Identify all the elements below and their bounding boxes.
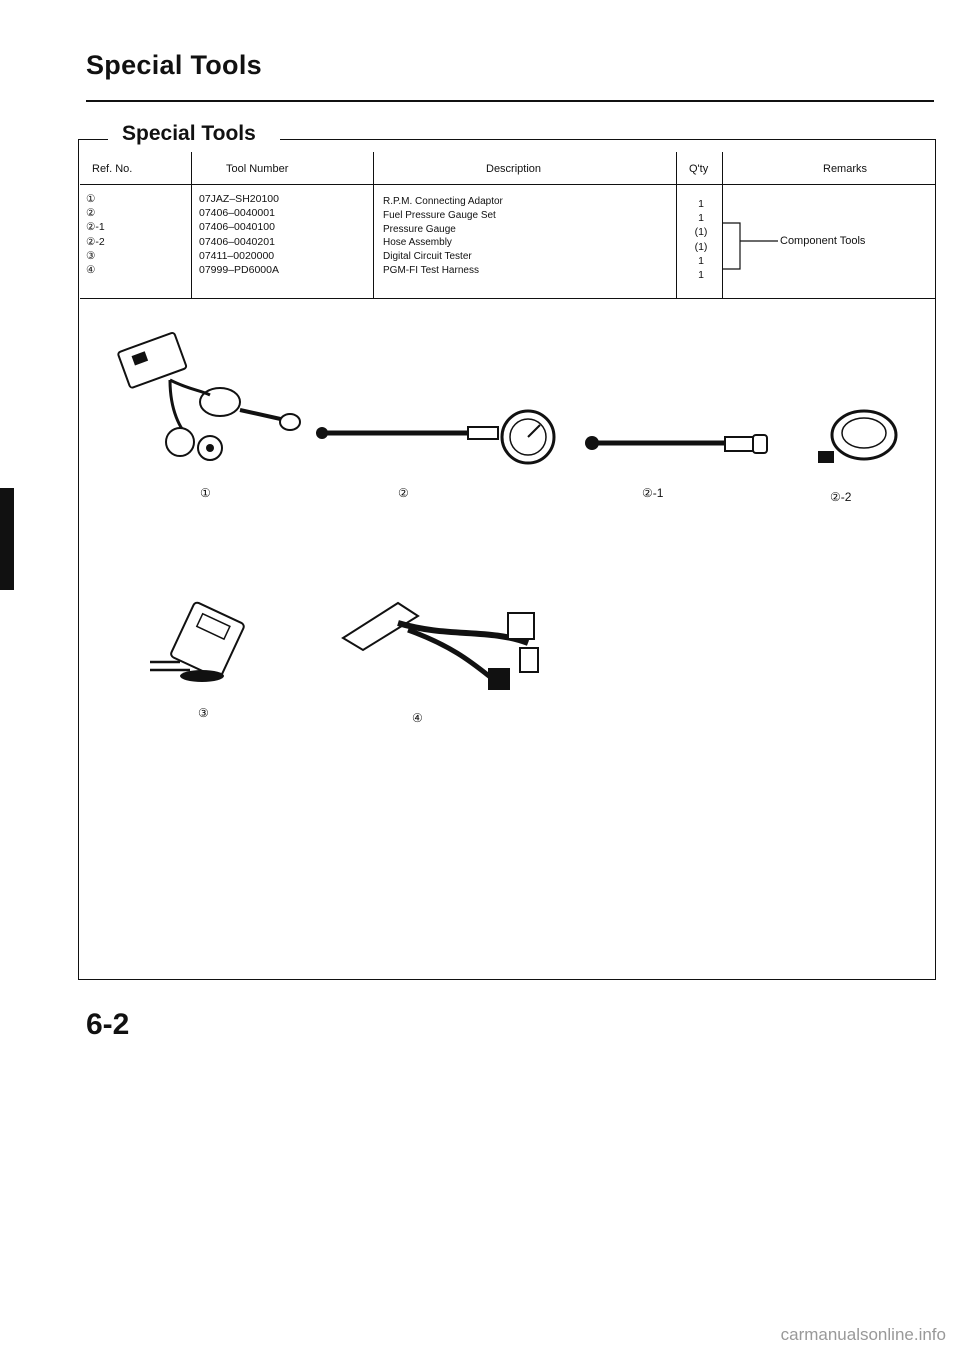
header-description: Description	[486, 163, 542, 175]
col-sep-4	[722, 152, 723, 298]
table-row-desc: Digital Circuit Tester	[383, 251, 472, 263]
pressure-gauge-hose-illustration	[585, 434, 768, 454]
page-title: Special Tools	[86, 50, 262, 80]
fuel-pressure-gauge-set-illustration	[316, 409, 556, 465]
callout-2-1: ②-1	[642, 486, 664, 500]
header-ref: Ref. No.	[92, 163, 133, 175]
table-row-qty: 1	[698, 198, 704, 210]
watermark: carmanualsonline.info	[780, 1325, 946, 1344]
digital-circuit-tester-illustration	[150, 601, 245, 682]
callout-3: ③	[198, 706, 209, 720]
section-title: Special Tools	[118, 122, 260, 146]
header-remarks: Remarks	[823, 163, 868, 175]
table-row-ref: ②	[86, 207, 96, 220]
table-row-ref: ②-2	[86, 235, 105, 248]
table-row-qty: (1)	[694, 240, 708, 253]
table-row-ref: ①	[86, 193, 96, 205]
table-bottom-rule	[80, 298, 936, 299]
table-row-tool: 07JAZ–SH20100	[199, 193, 279, 205]
table-row-tool: 07999–PD6000A	[199, 264, 279, 277]
table-row-tool: 07411–0020000	[199, 249, 275, 262]
tool-number-column: 07JAZ–SH20100 07406–0040001 07406–004010…	[199, 192, 279, 277]
remarks-bracket	[722, 222, 778, 270]
page-number: 6-2	[86, 1008, 130, 1041]
table-row-desc: R.P.M. Connecting Adaptor	[383, 196, 503, 207]
ref-column: ① ② ②-1 ②-2 ③ ④	[86, 192, 105, 277]
table-row-desc: Hose Assembly	[383, 237, 452, 249]
qty-column: 1 1 (1) (1) 1 1	[690, 197, 712, 282]
table-row-desc: Fuel Pressure Gauge Set	[383, 209, 496, 221]
frame-top-right	[280, 139, 936, 140]
table-row-ref: ③	[86, 249, 96, 262]
header-tool-number: Tool Number	[226, 163, 289, 175]
header-qty: Q'ty	[689, 163, 709, 175]
callout-1: ①	[200, 486, 211, 500]
table-header-rule	[80, 184, 936, 185]
col-sep-1	[191, 152, 192, 298]
title-divider	[86, 100, 934, 102]
description-column: R.P.M. Connecting Adaptor Fuel Pressure …	[383, 195, 503, 278]
section-tab-marker	[0, 488, 14, 590]
col-sep-2	[373, 152, 374, 298]
table-row-qty: (1)	[694, 226, 708, 239]
table-row-qty: 1	[698, 212, 704, 225]
frame-top-left	[78, 139, 108, 140]
rpm-adaptor-illustration	[117, 331, 301, 461]
table-row-desc: Pressure Gauge	[383, 223, 456, 235]
special-tools-frame	[78, 140, 936, 980]
table-row-qty: 1	[698, 269, 704, 282]
table-row-ref: ④	[86, 264, 96, 277]
hose-assembly-illustration	[818, 409, 898, 463]
pgm-fi-test-harness-illustration	[341, 601, 539, 690]
table-row-ref: ②-1	[86, 221, 105, 234]
callout-2: ②	[398, 486, 409, 500]
table-row-tool: 07406–0040100	[199, 221, 275, 234]
table-row-qty: 1	[698, 254, 704, 267]
callout-4: ④	[412, 711, 423, 725]
callout-2-2: ②-2	[830, 490, 852, 504]
table-row-tool: 07406–0040201	[199, 235, 275, 248]
table-row-tool: 07406–0040001	[199, 207, 275, 220]
table-row-desc: PGM-FI Test Harness	[383, 264, 479, 276]
remarks-note: Component Tools	[780, 235, 866, 247]
col-sep-3	[676, 152, 677, 298]
